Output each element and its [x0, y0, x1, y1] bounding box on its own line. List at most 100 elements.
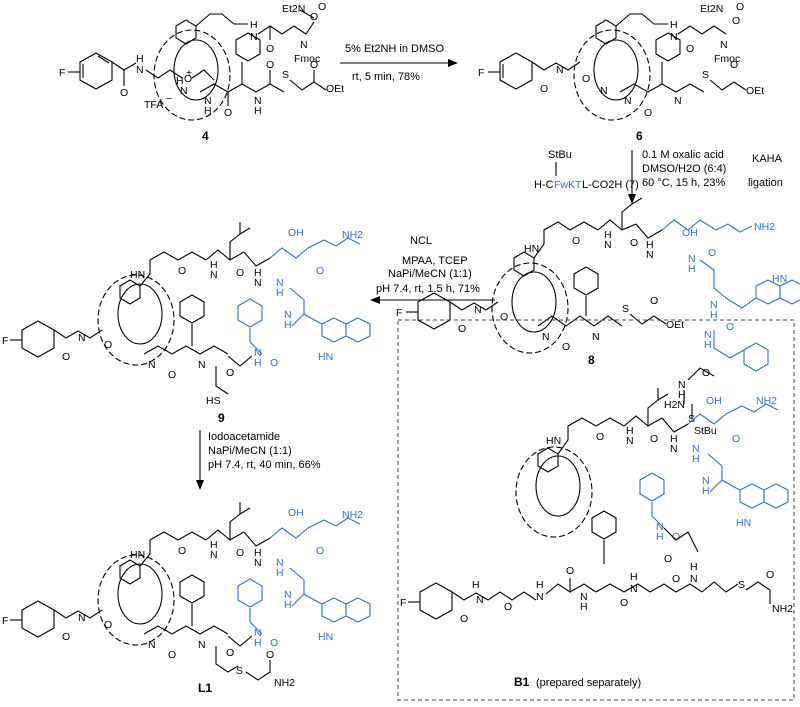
- bond: [139, 531, 207, 567]
- bond: [709, 79, 747, 91]
- atom-label: H: [580, 601, 588, 613]
- atom-label: O: [596, 431, 604, 443]
- atom-label: N: [180, 85, 188, 97]
- bond: [623, 415, 663, 427]
- atom-label: N: [254, 95, 262, 107]
- bond: [451, 591, 537, 601]
- ring: [345, 317, 371, 343]
- bond: [249, 608, 263, 635]
- bond: [745, 581, 771, 604]
- bond: [245, 660, 271, 681]
- ring: [21, 600, 55, 638]
- atom-label: N: [136, 64, 144, 76]
- atom-label: N: [688, 253, 696, 265]
- atom-label: HN: [524, 243, 539, 255]
- bond: [239, 227, 251, 235]
- ring: [97, 554, 175, 646]
- atom-label: N: [210, 269, 218, 281]
- ring: [537, 447, 559, 473]
- atom-label: O: [702, 367, 710, 379]
- atom-label: O: [500, 311, 508, 323]
- atom-label: O: [582, 73, 590, 85]
- bond: [145, 69, 183, 79]
- atom-label: N: [670, 443, 678, 455]
- bond: [299, 9, 315, 19]
- bond: [229, 502, 241, 540]
- atom-label: H: [692, 453, 700, 465]
- ring: [237, 298, 263, 328]
- atom-label: H: [254, 357, 262, 369]
- atom-label: OEt: [326, 83, 344, 95]
- ring: [573, 29, 651, 121]
- atom-label: 60 °C, 15 h, 23%: [642, 177, 726, 189]
- atom-label: H: [646, 239, 654, 251]
- reaction-arrow-4: Iodoacetamide NaPi/MeCN (1:1) pH 7.4, rt…: [196, 430, 321, 490]
- bond: [205, 529, 245, 541]
- bond: [205, 249, 245, 261]
- atom-label: N: [276, 557, 284, 569]
- atom-label: OH: [288, 227, 304, 239]
- ring: [117, 283, 163, 345]
- ring: [591, 510, 617, 540]
- atom-label: O: [650, 433, 658, 445]
- atom-label: O: [236, 547, 244, 559]
- compound-label-L1: L1: [198, 681, 212, 695]
- ring: [79, 52, 113, 90]
- bond: [227, 635, 253, 647]
- atom-label: S: [282, 69, 289, 81]
- atom-label: NH2: [342, 229, 363, 241]
- bond: [649, 583, 703, 593]
- atom-label: N: [254, 277, 262, 289]
- atom-label: N: [284, 589, 292, 601]
- bond: [699, 259, 727, 299]
- reaction-arrow-1: 5% Et2NH in DMSO rt, 5 min, 78%: [340, 43, 458, 83]
- bond: [289, 287, 305, 327]
- ring: [345, 597, 371, 623]
- ring: [21, 320, 55, 358]
- atom-label: NaPi/MeCN (1:1): [208, 445, 292, 457]
- atom-label: H2N: [664, 399, 685, 411]
- bond: [257, 24, 271, 40]
- atom-label: O: [178, 545, 186, 557]
- ring: [419, 582, 453, 620]
- reaction-arrow-2: StBu H-C FwKT L-CO2H (7) 0.1 M oxalic ac…: [534, 149, 783, 204]
- bond: [701, 581, 739, 593]
- atom-label: H: [688, 263, 696, 275]
- bond: [537, 315, 623, 327]
- atom-label: S: [702, 69, 709, 81]
- bond: [215, 646, 239, 673]
- atom-label: O: [266, 43, 274, 55]
- atom-label: H: [210, 259, 218, 271]
- atom-label: pH 7.4, rt, 40 min, 66%: [208, 459, 321, 471]
- atom-label: N: [690, 573, 698, 585]
- atom-label: HN: [130, 549, 145, 561]
- bond: [143, 345, 229, 355]
- arrowhead: [448, 59, 458, 67]
- bond: [269, 247, 309, 259]
- atom-label: O: [184, 73, 192, 85]
- atom-label: O: [270, 637, 278, 649]
- atom-label: N: [148, 359, 156, 371]
- atom-label: N: [630, 583, 638, 595]
- arrowhead: [196, 480, 204, 490]
- ring: [639, 472, 665, 502]
- atom-label: N: [276, 277, 284, 289]
- bond: [699, 219, 753, 233]
- bond: [243, 251, 271, 267]
- atom-label: Et2N: [700, 3, 723, 15]
- bond: [729, 349, 745, 359]
- compound-L1-structure: F O N O HN O H N O H N OH NH2 N H O N H …: [2, 502, 371, 695]
- atom-label: FwKT: [554, 179, 582, 191]
- ring: [119, 559, 141, 585]
- atom-label: O: [62, 351, 70, 363]
- bond: [635, 223, 663, 239]
- atom-label: N: [78, 612, 86, 624]
- ring: [153, 29, 231, 121]
- atom-label: Fmoc: [714, 53, 740, 65]
- atom-label: O: [572, 235, 580, 247]
- bond: [111, 61, 125, 71]
- bond: [657, 393, 669, 401]
- bond: [631, 197, 643, 205]
- atom-label: N: [692, 443, 700, 455]
